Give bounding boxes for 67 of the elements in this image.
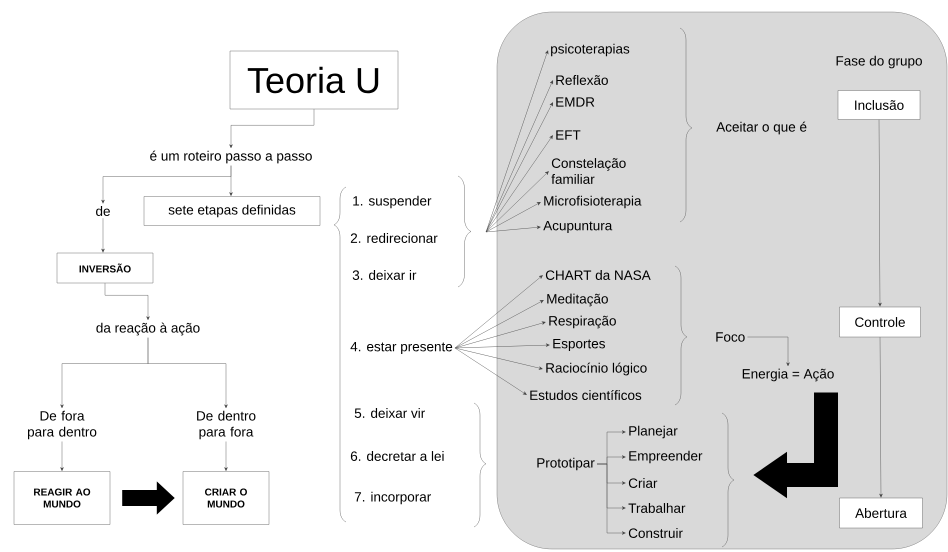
arrow bbox=[224, 441, 228, 472]
arrow bbox=[229, 165, 233, 196]
arrow bbox=[104, 283, 150, 320]
technique-text: Reflexão bbox=[556, 75, 608, 85]
phrase-text: De dentro para fora bbox=[197, 410, 256, 440]
technique-text: psicoterapias bbox=[551, 44, 630, 56]
phase-box: Abertura bbox=[839, 498, 923, 528]
step-text: 3. deixar ir bbox=[352, 270, 416, 280]
arrow bbox=[486, 50, 548, 232]
arrow bbox=[486, 171, 549, 232]
action-text: Planejar bbox=[629, 426, 678, 438]
arrow bbox=[148, 337, 228, 408]
concept-box: INVERSÃO bbox=[56, 252, 154, 284]
step-text: 7. incorporar bbox=[354, 492, 431, 504]
phrase-text: Prototipar bbox=[537, 458, 595, 470]
phrase-text: Foco bbox=[716, 332, 745, 342]
action-text: Construir bbox=[628, 528, 683, 538]
phrase-text: Energia = Ação bbox=[742, 368, 834, 382]
arrow bbox=[486, 80, 554, 232]
arrow bbox=[878, 120, 882, 306]
technique-text: Acupuntura bbox=[543, 220, 612, 234]
step-text: 4. estar presente bbox=[350, 342, 452, 354]
technique-text: Estudos científicos bbox=[530, 390, 642, 400]
phrase-text: da reação à ação bbox=[96, 322, 200, 336]
arrow bbox=[486, 135, 553, 232]
arrow bbox=[454, 321, 546, 348]
arrow bbox=[747, 336, 790, 366]
concept-box: REAGIR AO MUNDO bbox=[14, 471, 110, 525]
technique-text: Raciocínio lógico bbox=[546, 362, 647, 376]
title-box: Teoria U bbox=[230, 50, 398, 110]
technique-text: Esportes bbox=[553, 338, 605, 352]
arrow bbox=[596, 464, 626, 535]
arrow bbox=[454, 275, 543, 348]
arrow bbox=[454, 348, 527, 395]
phase-box: Controle bbox=[839, 306, 921, 338]
action-text: Trabalhar bbox=[628, 503, 686, 513]
technique-text: Meditação bbox=[547, 294, 608, 306]
arrow bbox=[101, 218, 105, 253]
heading-text: Fase do grupo bbox=[836, 56, 922, 68]
concept-box: CRIAR O MUNDO bbox=[182, 471, 270, 525]
phase-box: Inclusão bbox=[838, 90, 920, 120]
phrase-text: De fora para dentro bbox=[28, 410, 96, 440]
arrow bbox=[454, 343, 550, 348]
phrase-text: Aceitar o que é bbox=[716, 122, 806, 134]
arrow bbox=[486, 226, 541, 232]
phrase-text: de bbox=[96, 206, 110, 216]
step-text: 5. deixar vir bbox=[354, 408, 425, 418]
arrow bbox=[486, 102, 553, 232]
arrow bbox=[229, 109, 314, 148]
step-text: 1. suspender bbox=[353, 196, 432, 208]
technique-text: CHART da NASA bbox=[546, 270, 651, 280]
step-text: 2. redirecionar bbox=[350, 233, 438, 243]
technique-text: Respiração bbox=[549, 316, 616, 328]
phrase-text: é um roteiro passo a passo bbox=[150, 150, 312, 164]
arrow bbox=[879, 337, 883, 498]
arrow bbox=[486, 202, 541, 232]
arrow bbox=[454, 300, 544, 348]
arrow bbox=[454, 348, 543, 370]
technique-text: EFT bbox=[556, 130, 580, 140]
arrow bbox=[60, 441, 64, 472]
concept-box: sete etapas definidas bbox=[144, 196, 320, 226]
action-text: Empreender bbox=[629, 450, 702, 464]
technique-text: Constelação familiar bbox=[551, 158, 626, 184]
step-text: 6. decretar a lei bbox=[350, 451, 444, 461]
action-text: Criar bbox=[628, 478, 658, 488]
technique-text: EMDR bbox=[556, 97, 594, 107]
technique-text: Microfisioterapia bbox=[544, 196, 642, 208]
